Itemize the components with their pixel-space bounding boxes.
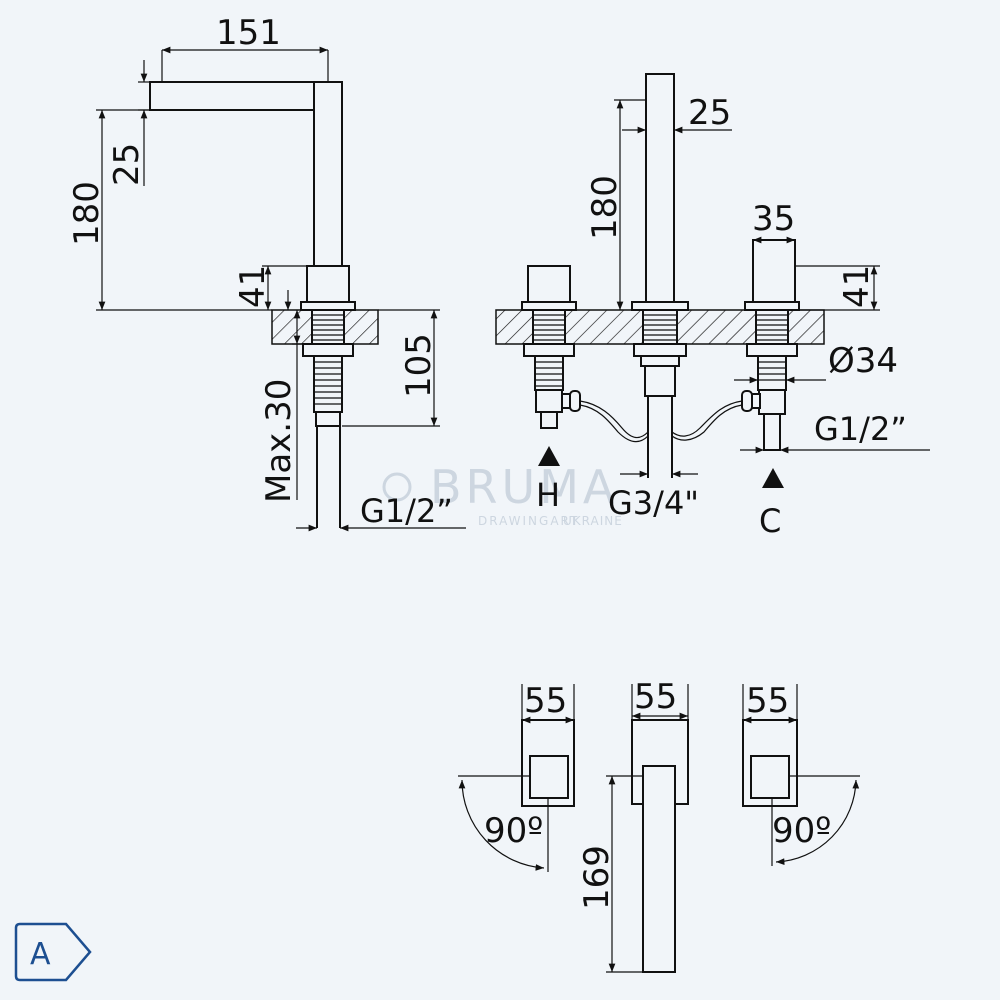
top-spout-arm <box>642 765 676 973</box>
dim-41-front: 41 <box>837 265 877 308</box>
spout-collar <box>306 265 350 305</box>
side-view: 151 25 180 41 105 Max.30 G1/2” <box>67 13 466 532</box>
dim-180-front: 180 <box>585 175 625 240</box>
dim-25-front: 25 <box>688 93 731 133</box>
dim-35: 35 <box>752 199 795 239</box>
dim-41-side: 41 <box>233 265 273 308</box>
watermark-brand: BRUMA <box>430 460 618 514</box>
category-badge: A <box>14 922 92 982</box>
dim-180-side: 180 <box>67 181 107 246</box>
dim-thread-side: G1/2” <box>360 492 453 530</box>
spout-column-front <box>645 73 675 303</box>
spout-column <box>313 81 343 269</box>
dim-55-right: 55 <box>746 681 789 721</box>
top-view: 55 55 55 90º 90º 169 <box>458 677 860 973</box>
badge-shape <box>14 922 92 982</box>
dim-25-side: 25 <box>107 143 147 186</box>
dim-thread-spout: G3/4" <box>608 484 699 522</box>
watermark: BRUMA DRAWINGART UKRAINE <box>382 460 623 528</box>
spout-flange <box>300 301 356 311</box>
hot-inlet-arrow-icon <box>538 446 560 466</box>
shank-lower <box>313 355 343 413</box>
dim-169: 169 <box>577 845 617 910</box>
dim-151: 151 <box>216 13 281 53</box>
dim-d34: Ø34 <box>828 341 898 381</box>
spout-flange-front <box>631 301 689 311</box>
spout-shank-front <box>642 309 678 345</box>
front-view: 25 180 35 41 Ø34 G1/2” G3/4" H C <box>495 73 930 540</box>
valve-cold-handle <box>752 239 796 305</box>
label-hot: H <box>536 476 560 514</box>
watermark-sub: DRAWINGART <box>478 514 579 528</box>
hose-cold <box>671 400 743 437</box>
badge-letter: A <box>30 937 51 972</box>
dim-thread-cold: G1/2” <box>814 410 907 448</box>
dim-55-mid: 55 <box>634 677 677 717</box>
label-cold: C <box>759 502 781 540</box>
cold-inlet-arrow-icon <box>762 468 784 488</box>
spout-nut-front <box>633 343 687 357</box>
dim-90-left: 90º <box>484 811 543 851</box>
dim-105: 105 <box>399 333 439 398</box>
dim-90-right: 90º <box>772 811 831 851</box>
dim-max30: Max.30 <box>259 379 299 503</box>
shank-threads <box>312 314 344 341</box>
shank-tip <box>315 411 341 427</box>
spout-connector <box>644 365 676 397</box>
hose-hot <box>579 400 649 439</box>
dim-55-left: 55 <box>524 681 567 721</box>
watermark-logo-icon <box>382 472 412 502</box>
lock-nut <box>302 343 354 357</box>
watermark-region: UKRAINE <box>563 514 623 528</box>
valve-hot-handle <box>527 265 571 305</box>
